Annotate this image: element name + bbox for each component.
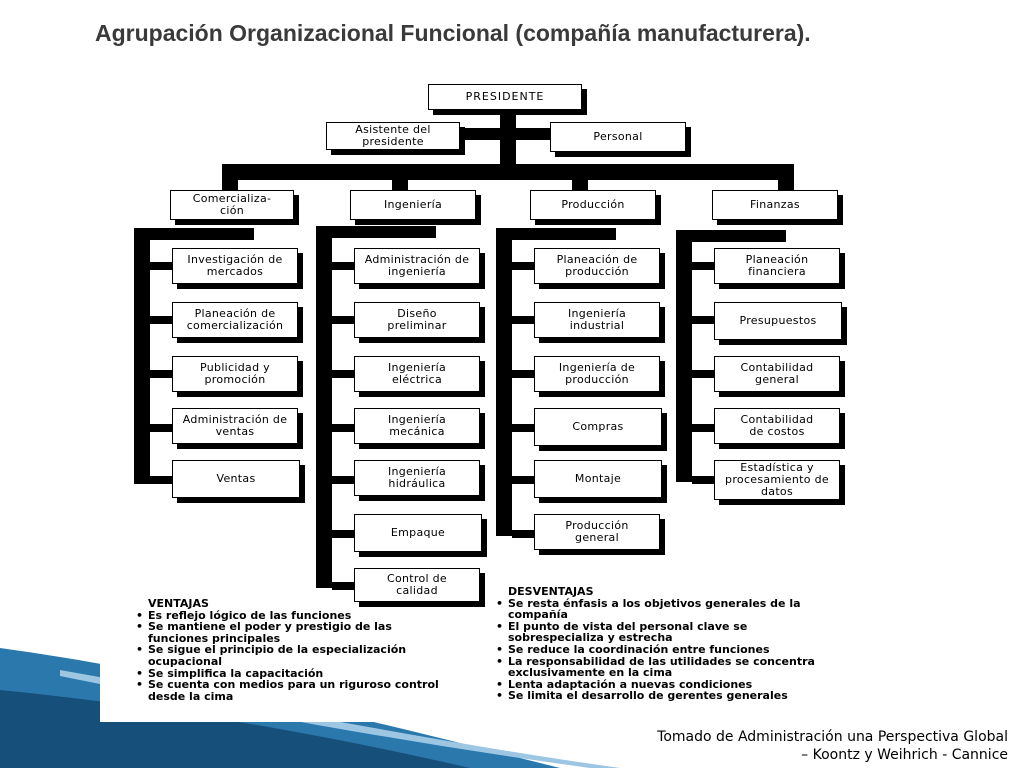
connector-dept-4 <box>778 164 794 194</box>
branch-stub <box>512 530 536 538</box>
unit-box: Planeación financiera <box>714 248 840 284</box>
branch-stub <box>512 476 536 484</box>
connector-president-trunk <box>500 108 516 178</box>
desventajas-section: DESVENTAJAS Se resta énfasis a los objet… <box>494 586 844 702</box>
list-item: Se limita el desarrollo de gerentes gene… <box>494 690 844 702</box>
unit-box: Ingeniería de producción <box>534 356 660 392</box>
list-item: Se mantiene el poder y prestigio de las … <box>134 621 454 644</box>
staff-box-personal: Personal <box>550 122 686 152</box>
branch-stub <box>512 424 536 432</box>
unit-box: Ingeniería hidráulica <box>354 460 480 496</box>
source-line-2: – Koontz y Weihrich - Cannice <box>801 747 1008 763</box>
unit-box: Contabilidad de costos <box>714 408 840 444</box>
spine-comercializacion-top <box>134 228 254 240</box>
spine-ingenieria-top <box>316 226 436 238</box>
unit-box: Compras <box>534 408 662 446</box>
source-line-1: Tomado de Administración una Perspectiva… <box>657 729 1008 745</box>
unit-box: Empaque <box>354 514 482 552</box>
branch-stub <box>512 262 536 270</box>
branch-stub <box>692 424 716 432</box>
connector-dept-2 <box>392 164 408 194</box>
branch-stub <box>332 530 356 538</box>
branch-stub <box>150 476 174 484</box>
spine-comercializacion <box>134 228 150 484</box>
unit-box: Administración de ventas <box>172 408 298 444</box>
page-title: Agrupación Organizacional Funcional (com… <box>95 20 811 46</box>
unit-box: Ingeniería eléctrica <box>354 356 480 392</box>
connector-dept-horizontal <box>222 164 794 180</box>
unit-box: Investigación de mercados <box>172 248 298 284</box>
unit-box: Administración de ingeniería <box>354 248 480 284</box>
unit-box: Contabilidad general <box>714 356 840 392</box>
dept-box-comercializacion: Comercializa- ción <box>170 190 294 220</box>
branch-stub <box>150 316 174 324</box>
unit-box: Ventas <box>172 460 300 498</box>
list-item: El punto de vista del personal clave se … <box>494 620 844 644</box>
dept-box-ingenieria: Ingeniería <box>350 190 476 220</box>
list-item: La responsabilidad de las utilidades se … <box>494 655 844 679</box>
branch-stub <box>150 424 174 432</box>
branch-stub <box>332 582 356 590</box>
branch-stub <box>692 316 716 324</box>
staff-box-asistente: Asistente del presidente <box>326 122 460 150</box>
unit-box: Ingeniería mecánica <box>354 408 480 444</box>
branch-stub <box>332 476 356 484</box>
spine-produccion-top <box>496 228 616 240</box>
branch-stub <box>692 476 716 484</box>
branch-stub <box>332 370 356 378</box>
branch-stub <box>332 316 356 324</box>
branch-stub <box>332 424 356 432</box>
ventajas-section: VENTAJAS Es reflejo lógico de las funcio… <box>134 598 454 702</box>
unit-box: Producción general <box>534 514 660 550</box>
connector-dept-1 <box>222 164 238 194</box>
branch-stub <box>692 370 716 378</box>
ventajas-heading: VENTAJAS <box>148 597 209 610</box>
branch-stub <box>512 316 536 324</box>
dept-box-produccion: Producción <box>530 190 656 220</box>
connector-staff-left <box>460 128 504 140</box>
branch-stub <box>332 262 356 270</box>
unit-box: Publicidad y promoción <box>172 356 298 392</box>
list-item: Se simplifica la capacitación <box>134 667 454 680</box>
desventajas-heading: DESVENTAJAS <box>508 585 594 598</box>
branch-stub <box>692 262 716 270</box>
dept-box-finanzas: Finanzas <box>712 190 838 220</box>
unit-box: Montaje <box>534 460 662 498</box>
branch-stub <box>512 370 536 378</box>
unit-box: Estadística y procesamiento de datos <box>714 460 840 500</box>
list-item: Es reflejo lógico de las funciones <box>134 609 454 622</box>
list-item: Lenta adaptación a nuevas condiciones <box>494 679 844 691</box>
unit-box: Ingeniería industrial <box>534 302 660 338</box>
unit-box: Diseño preliminar <box>354 302 480 338</box>
unit-box: Presupuestos <box>714 302 842 340</box>
connector-dept-3 <box>572 164 588 194</box>
list-item: Se sigue el principio de la especializac… <box>134 644 454 667</box>
connector-staff-right <box>512 128 552 140</box>
unit-box: Planeación de comercialización <box>172 302 298 338</box>
spine-ingenieria <box>316 226 332 588</box>
unit-box: Control de calidad <box>354 568 480 602</box>
president-box: PRESIDENTE <box>428 84 582 110</box>
branch-stub <box>150 262 174 270</box>
list-item: Se resta énfasis a los objetivos general… <box>494 597 844 621</box>
source-citation: Tomado de Administración una Perspectiva… <box>628 728 1008 764</box>
list-item: Se cuenta con medios para un riguroso co… <box>134 679 454 702</box>
spine-produccion <box>496 228 512 536</box>
spine-finanzas-top <box>676 230 786 242</box>
unit-box: Planeación de producción <box>534 248 660 284</box>
spine-finanzas <box>676 230 692 482</box>
branch-stub <box>150 370 174 378</box>
list-item: Se reduce la coordinación entre funcione… <box>494 644 844 656</box>
